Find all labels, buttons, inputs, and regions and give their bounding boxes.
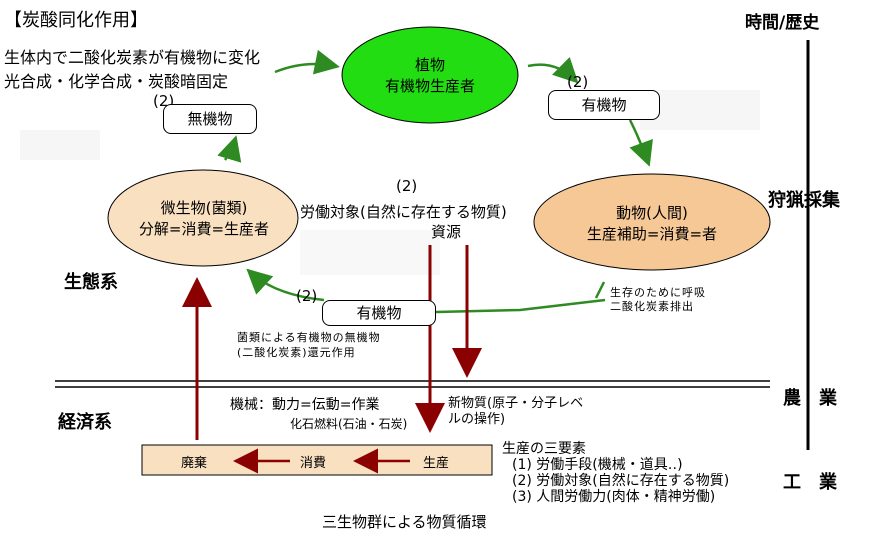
elements-item-3: (3) 人間労働力(肉体・精神労働) — [512, 489, 716, 505]
section-ecosystem: 生態系 — [64, 272, 118, 293]
arrow-organic-to-animal — [628, 119, 653, 167]
production-bar — [141, 444, 493, 476]
inorganic-box: 無機物 — [163, 104, 257, 134]
header-desc-line1: 生体内で二酸化炭素が有機物に変化 — [4, 48, 261, 67]
resource-title: 資源 — [431, 223, 462, 241]
plant-node: 植物 有機物生産者 — [362, 55, 498, 97]
microbe-node: 微生物(菌類) 分解=消費=生産者 — [126, 198, 282, 240]
era-industry: 工 業 — [783, 472, 837, 493]
bar-consume: 消費 — [300, 456, 327, 471]
timeline-title: 時間/歴史 — [745, 13, 820, 33]
bg-block — [300, 230, 440, 275]
fossil-note: 化石燃料(石油・石炭) — [290, 417, 408, 431]
plant-role: 有機物生産者 — [384, 77, 475, 95]
respiration-note-2: 二酸化炭素排出 — [610, 300, 694, 313]
header-desc-line2: 光合成・化学合成・炭酸暗固定 — [4, 72, 229, 91]
organic-bottom-box: 有機物 — [322, 300, 436, 326]
reduction-note-1: 菌類による有機物の無機物 — [237, 331, 381, 344]
arrow-desc-to-plant — [274, 49, 340, 75]
microbe-node-shape — [107, 169, 299, 267]
elements-item-2: (2) 労働対象(自然に存在する物質) — [512, 473, 730, 489]
diagram-title: 【炭酸同化作用】 — [4, 10, 148, 31]
new-material-note-1: 新物質(原子・分子レベ — [448, 396, 584, 411]
respiration-note-1: 生存のために呼吸 — [610, 286, 706, 299]
plant-name: 植物 — [414, 56, 445, 74]
bg-block — [20, 130, 100, 160]
resource-number: (2) — [396, 177, 418, 195]
microbe-name: 微生物(菌類) — [160, 199, 248, 217]
animal-role: 生産補助=消費=者 — [586, 225, 718, 243]
bg-block — [640, 90, 760, 130]
arrow-plant-to-organic — [527, 57, 579, 84]
organic-top-box: 有機物 — [548, 90, 660, 120]
microbe-role: 分解=消費=生産者 — [138, 220, 270, 238]
elements-item-1: (1) 労働手段(機械・道具‥) — [512, 457, 683, 473]
organic-top-number: (2) — [567, 73, 589, 91]
animal-node-shape — [533, 173, 771, 271]
reduction-note-2: (二酸化炭素)還元作用 — [237, 346, 356, 359]
new-material-note-2: ルの操作) — [448, 412, 506, 427]
resource-label: 労働対象(自然に存在する物質) — [300, 203, 507, 221]
section-economy: 経済系 — [58, 412, 112, 433]
plant-node-shape — [341, 26, 519, 124]
era-hunting: 狩猟採集 — [768, 190, 840, 211]
organic-bottom-number: (2) — [296, 287, 318, 305]
elements-title: 生産の三要素 — [502, 441, 586, 457]
arrow-animal-to-organic — [435, 298, 606, 314]
bar-waste: 廃棄 — [181, 456, 208, 471]
arrow-animal-down — [594, 281, 606, 299]
machine-note: 機械：動力=伝動=作業 — [230, 397, 380, 413]
bar-produce: 生産 — [423, 456, 450, 471]
animal-name: 動物(人間) — [616, 204, 688, 222]
diagram-caption: 三生物群による物質循環 — [322, 513, 487, 531]
arrow-organic-to-microbe — [246, 268, 325, 302]
animal-node: 動物(人間) 生産補助=消費=者 — [566, 203, 738, 245]
era-agriculture: 農 業 — [783, 388, 837, 409]
arrow-microbe-to-inorganic — [217, 135, 242, 163]
